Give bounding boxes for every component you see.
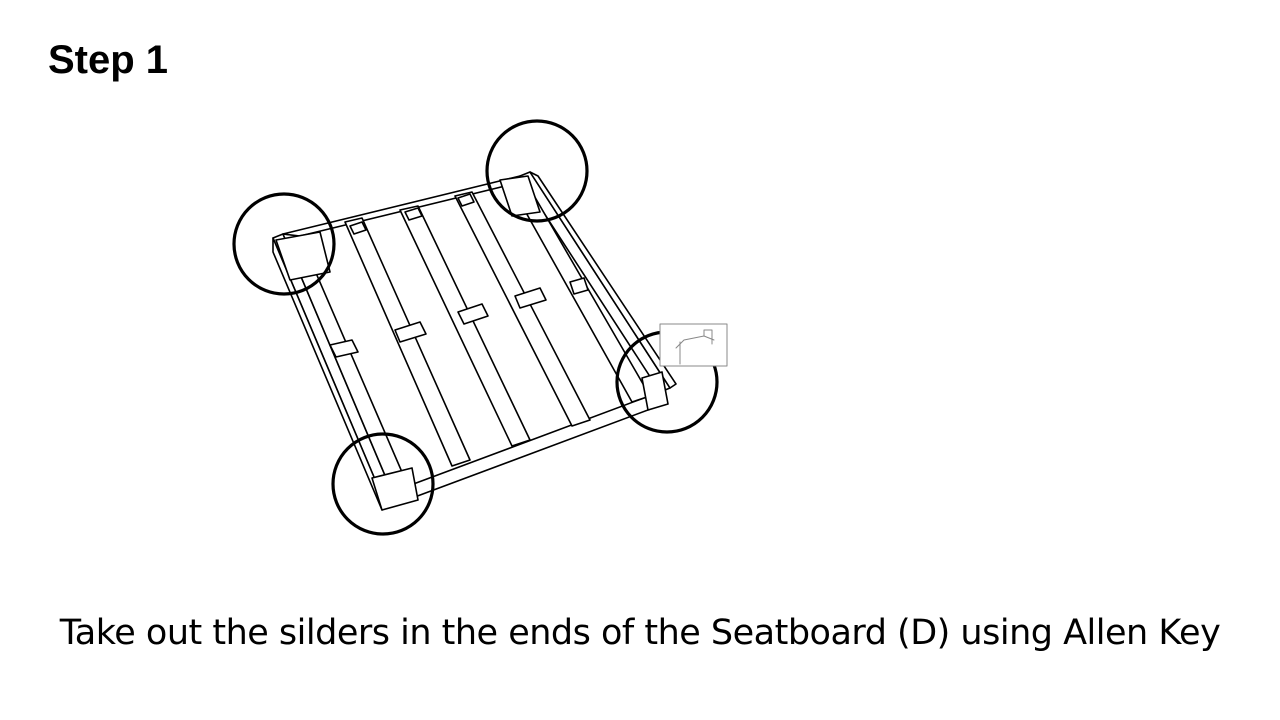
seatboard-frame — [272, 171, 677, 511]
highlight-circles — [232, 119, 719, 536]
cross-braces — [329, 193, 589, 358]
highlight-circle-top-right — [485, 119, 589, 223]
step-title: Step 1 — [48, 38, 169, 82]
seatboard-illustration — [232, 119, 728, 536]
slider-detail-inset — [659, 323, 728, 367]
highlight-circle-bottom — [331, 432, 435, 536]
instruction-caption: Take out the silders in the ends of the … — [59, 613, 1221, 653]
highlight-circle-top-left — [232, 192, 336, 296]
corner-blocks — [275, 175, 669, 511]
